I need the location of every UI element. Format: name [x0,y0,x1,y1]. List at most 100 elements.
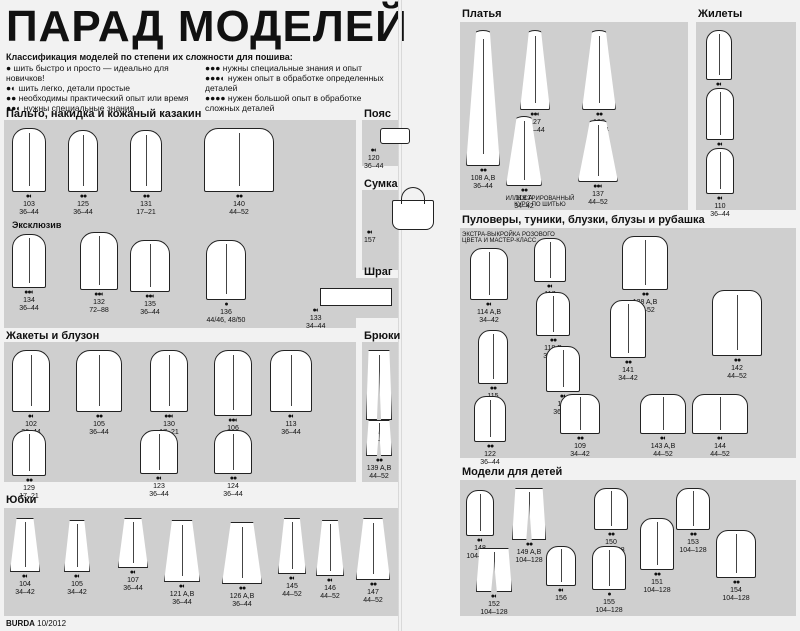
garment-size: 36–44 [172,599,192,606]
garment-dots: ●◐ [476,537,484,544]
garment-drawing [68,130,98,192]
garment-dots: ●● [689,531,697,538]
garment-dots: ●● [229,475,237,482]
section-dresses [460,22,688,210]
garment-size: 36–44 [140,309,160,316]
footer-brand: BURDA [6,619,35,628]
garment-no: 103 [23,201,35,208]
garment-no: 108 A,B [470,175,496,182]
scarf-drawing [320,288,392,306]
garment-dots: ●● [486,443,494,450]
garment-no: 102 [25,421,37,428]
garment-dots: ●● [607,531,615,538]
garment-no: 125 [77,201,89,208]
garment-drawing [478,330,508,384]
garment-size: 34–42 [618,375,638,382]
garment-size: 36–44 [473,183,493,190]
garment-card: ●●138 A,B44–52 [622,236,668,315]
garment-drawing [692,394,748,434]
garment-no: 116 [373,429,385,436]
garment-dots: ●◐ [312,307,320,314]
garment-size: 44–52 [229,209,249,216]
garment-card: ●◐10236–44 [12,350,50,437]
garment-size: 36–44 [89,429,109,436]
garment-drawing [270,350,312,412]
garment-dots: ●● [95,413,103,420]
legend-heading: Классификация моделей по степени их слож… [6,52,293,62]
garment-no: 152 [488,601,500,608]
extra-pattern-caption: ЭКСТРА-ВЫКРОЙКА РОЗОВОГО ЦВЕТА И МАСТЕР-… [462,232,555,244]
garment-card: ●◐156 [546,546,576,603]
garment-size: 104–128 [515,557,543,564]
garment-no: 120 [367,155,380,162]
legend-item: ●● необходимы практический опыт или врем… [6,93,189,103]
garment-size: 36–44 [19,305,39,312]
garment-dots: ●◐ [287,413,295,420]
garment-size: 36–44 [364,163,384,170]
garment-dots: ●●◐ [228,417,239,424]
garment-dots: ●●◐ [164,413,175,420]
garment-no: 123 [153,483,165,490]
garment-dots: ●◐ [25,193,33,200]
garment-drawing [610,300,646,358]
garment-dots: ●●◐ [24,289,35,296]
garment-dots: ●● [238,585,246,592]
garment-no: 135 [144,301,156,308]
garment-dots: ●◐ [659,435,667,442]
section-title-jackets: Жакеты и блузон [6,330,100,342]
legend-item: ●●●◐ нужен опыт в обработке определенных… [205,73,384,93]
section-title-scarf: Шраг [364,266,393,278]
garment-size: 104–128 [480,609,508,616]
garment-drawing [356,518,390,580]
garment-dots: ●● [641,291,649,298]
garment-size: 34–42 [514,203,534,210]
garment-drawing [706,88,734,140]
garment-size: 44–52 [588,199,608,206]
garment-no: 121 A,B [169,591,195,598]
garment-dots: ●● [549,337,557,344]
garment-no: 107 [127,577,139,584]
garment-dots: ●◐ [27,413,35,420]
garment-no: 147 [367,589,379,596]
garment-dots: ●●◐ [145,293,156,300]
garment-dots: ●◐ [366,229,374,236]
garment-drawing [470,248,508,300]
section-coats [4,120,356,328]
section-title-skirts: Юбки [6,494,37,506]
garment-size: 44/46, 48/50 [206,317,246,324]
magazine-spine [398,0,402,631]
garment-no: 129 [23,485,35,492]
garment-dots: ●◐ [21,573,29,580]
page-title: ПАРАД МОДЕЛЕЙ [6,2,408,51]
garment-dots: ●◐ [546,283,554,290]
garment-dots: ● [607,591,611,598]
garment-no: 113 [285,421,297,428]
garment-dots: ●● [479,167,487,174]
garment-drawing [130,130,162,192]
garment-dots: ●● [369,581,377,588]
garment-dots: ●● [525,541,533,548]
garment-drawing [622,236,668,290]
garment-dots: ●◐ [716,195,724,202]
garment-dots: ●◐ [326,577,334,584]
